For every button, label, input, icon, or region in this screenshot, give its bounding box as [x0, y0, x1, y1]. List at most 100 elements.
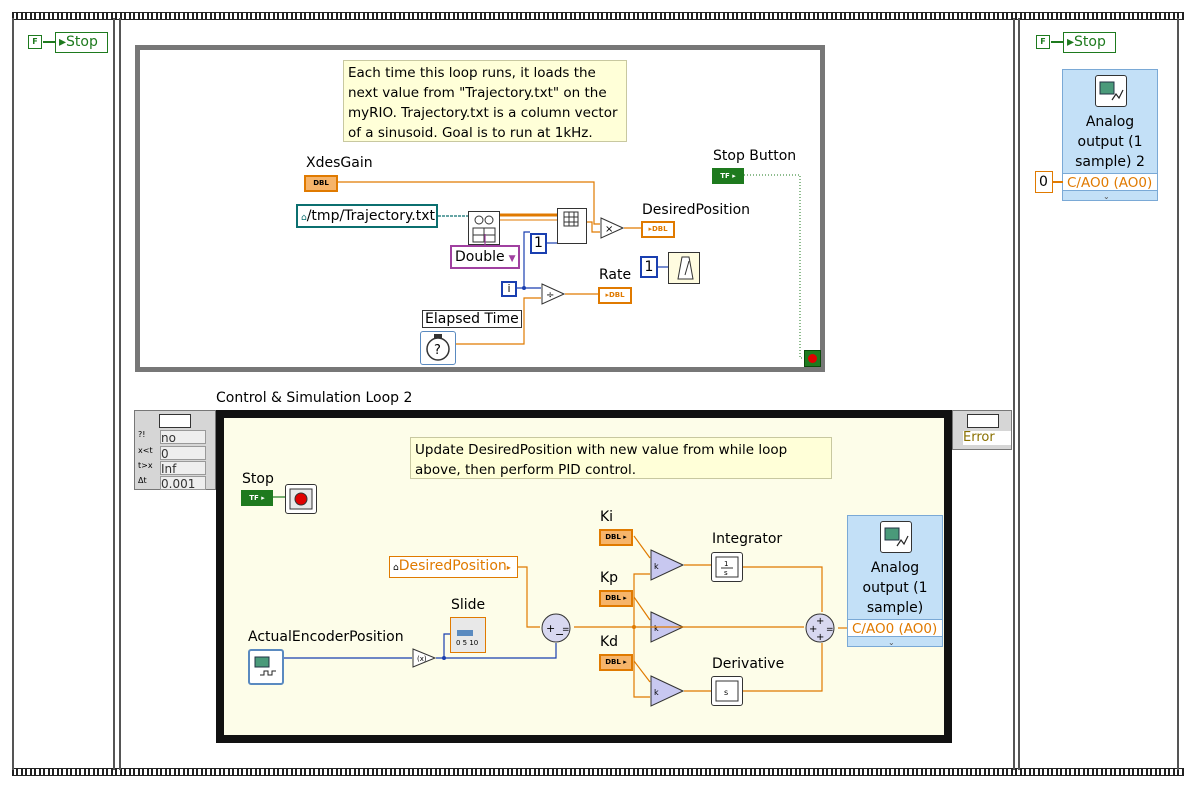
index-constant[interactable]: 1: [530, 233, 547, 254]
kd-label: Kd: [600, 634, 619, 650]
svg-text:s: s: [724, 569, 728, 577]
gain-ki-icon[interactable]: k: [650, 549, 685, 585]
wait-constant[interactable]: 1: [640, 256, 658, 278]
read-spreadsheet-icon[interactable]: [468, 211, 500, 245]
sequence-frame-divider: [1013, 18, 1015, 770]
arrow-icon: ▸: [1067, 34, 1075, 50]
elapsed-time-icon[interactable]: ?: [420, 331, 456, 365]
svg-text:s: s: [724, 688, 728, 697]
desiredposition-local-label: DesiredPosition: [398, 558, 507, 574]
svg-text:+: +: [816, 616, 824, 627]
integrator-label: Integrator: [712, 531, 783, 547]
local-out-arrow-icon: ▸: [506, 563, 511, 572]
type-dropdown[interactable]: Double▼: [450, 245, 520, 269]
derivative-icon[interactable]: s: [711, 676, 743, 706]
analog-output-express-vi-2[interactable]: Analog output (1 sample) 2 C/AO0 (AO0) ⌄: [1062, 69, 1158, 201]
stop-local-variable-left[interactable]: ▸Stop: [55, 32, 108, 53]
derivative-label: Derivative: [712, 656, 785, 672]
svg-text:k: k: [654, 624, 659, 633]
cd-param-row: ?! no: [136, 430, 216, 444]
stop-circle-icon: [808, 354, 817, 363]
param-value[interactable]: 0: [160, 446, 206, 460]
svg-text:+: +: [546, 622, 555, 635]
actual-encoder-label: ActualEncoderPosition: [248, 629, 404, 645]
cd-loop-title: Control & Simulation Loop 2: [216, 390, 413, 406]
svg-text:−: −: [555, 628, 564, 641]
param-value[interactable]: Inf: [160, 461, 206, 475]
loop-condition-stop-icon[interactable]: [804, 350, 821, 367]
kp-control[interactable]: DBL ▸: [599, 590, 633, 607]
cd-stop-label: Stop: [242, 471, 274, 487]
index-array-icon[interactable]: [557, 208, 587, 244]
analog-output-express-vi[interactable]: Analog output (1 sample) C/AO0 (AO0) ⌄: [847, 515, 943, 647]
stop-local-label: Stop: [1074, 34, 1106, 50]
type-dropdown-value: Double: [455, 249, 505, 265]
arrow-icon: ▸: [59, 34, 67, 50]
sequence-bottom-border: [12, 768, 1184, 776]
ao-title-line: sample) 2: [1075, 154, 1145, 170]
false-constant-left[interactable]: F: [28, 35, 42, 49]
rate-label: Rate: [599, 267, 632, 283]
kd-control[interactable]: DBL ▸: [599, 654, 633, 671]
ao-title: Analog output (1 sample) 2: [1063, 112, 1157, 172]
ao-channel-terminal[interactable]: C/AO0 (AO0): [1063, 173, 1157, 191]
error-out-terminal[interactable]: Error: [963, 431, 1011, 445]
stop-local-label: Stop: [66, 34, 98, 50]
wire-bool-left: [43, 41, 55, 43]
xdesgain-label: XdesGain: [306, 155, 373, 171]
stop-simulation-icon[interactable]: [285, 484, 317, 514]
cd-param-row: t>x Inf: [136, 461, 216, 475]
multiply-icon[interactable]: ×: [600, 217, 625, 243]
svg-text:×: ×: [605, 224, 613, 235]
sequence-frame-divider: [1177, 18, 1179, 770]
path-constant[interactable]: ⌂/tmp/Trajectory.txt: [296, 204, 438, 228]
numeric-constant-zero[interactable]: 0: [1035, 171, 1053, 193]
sequence-frame-divider: [12, 18, 14, 770]
rate-indicator[interactable]: ▸DBL: [598, 287, 632, 304]
sequence-top-border: [12, 12, 1184, 20]
subtract-summer-icon[interactable]: +−=: [540, 612, 574, 648]
desiredposition-local-variable[interactable]: ⌂DesiredPosition▸: [389, 556, 518, 578]
cd-param-row: x<t 0: [136, 446, 216, 460]
ki-control[interactable]: DBL ▸: [599, 529, 633, 546]
wait-ms-icon[interactable]: [668, 252, 700, 284]
ao-channel-terminal[interactable]: C/AO0 (AO0): [848, 619, 942, 637]
to-double-icon[interactable]: (x): [412, 648, 437, 672]
local-arrow-icon: ⌂: [393, 563, 399, 573]
divide-icon[interactable]: ÷: [541, 283, 566, 309]
svg-text:(x): (x): [417, 655, 427, 663]
param-value[interactable]: 0.001: [160, 476, 206, 490]
slide-indicator-icon[interactable]: 0 5 10: [450, 617, 486, 653]
desiredposition-indicator[interactable]: ▸DBL: [641, 221, 675, 238]
svg-text:k: k: [654, 562, 659, 571]
kp-label: Kp: [600, 570, 619, 586]
while-loop-comment: Each time this loop runs, it loads the n…: [343, 60, 627, 142]
pid-summer-icon[interactable]: +++=: [804, 612, 838, 648]
xdesgain-control[interactable]: DBL: [304, 175, 338, 192]
param-value[interactable]: no: [160, 430, 206, 444]
stop-local-variable-right[interactable]: ▸Stop: [1063, 32, 1116, 53]
cd-loop-comment: Update DesiredPosition with new value fr…: [410, 437, 832, 479]
cd-param-row: Δt 0.001: [136, 476, 216, 490]
svg-text:=: =: [562, 625, 570, 635]
expand-chevron-icon[interactable]: ⌄: [1103, 192, 1110, 201]
ki-label: Ki: [600, 509, 614, 525]
param-icon: x<t: [138, 446, 153, 455]
while-loop[interactable]: [135, 45, 825, 372]
daq-icon: [880, 521, 912, 553]
elapsed-time-label: Elapsed Time: [422, 310, 522, 328]
false-constant-right[interactable]: F: [1036, 35, 1050, 49]
param-icon: Δt: [138, 476, 147, 485]
sequence-frame-divider: [119, 18, 121, 770]
actual-encoder-icon[interactable]: [248, 649, 284, 685]
gain-kd-icon[interactable]: k: [650, 675, 685, 711]
cd-param-header-icon: [967, 414, 999, 428]
cd-loop-right-param-node[interactable]: Error: [952, 410, 1012, 450]
cd-stop-control[interactable]: TF ▸: [241, 490, 273, 506]
stop-button-control[interactable]: TF ▸: [712, 168, 744, 184]
expand-chevron-icon[interactable]: ⌄: [888, 638, 895, 647]
sequence-frame-divider: [113, 18, 115, 770]
